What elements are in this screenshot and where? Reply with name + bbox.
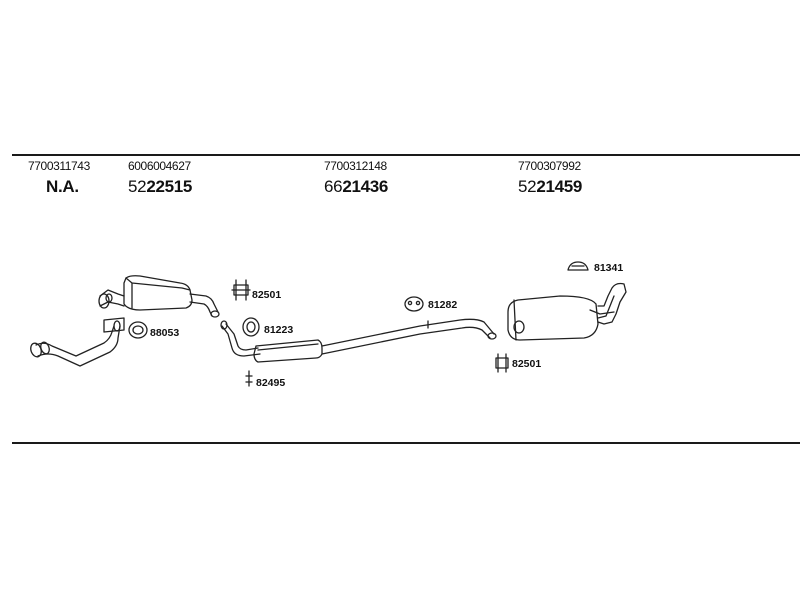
clamp-rear-drawing [495, 353, 509, 373]
column-rear-silencer: 7700307992 5221459 [518, 160, 582, 195]
part-reference: 5222515 [128, 177, 193, 196]
label-clamp-rear: 82501 [512, 358, 541, 370]
part-reference: N.A. [46, 177, 79, 196]
top-divider [12, 154, 800, 156]
rubber-rear-drawing [567, 261, 589, 271]
front-silencer-drawing [98, 275, 220, 318]
label-hanger-mid: 81282 [428, 299, 457, 311]
part-reference: 6621436 [324, 177, 389, 196]
oem-number: 7700311743 [28, 159, 90, 173]
column-front-silencer: 6006004627 5222515 [128, 160, 192, 195]
hanger-mid-drawing [404, 296, 424, 312]
rear-silencer-drawing [507, 282, 627, 341]
middle-silencer-drawing [220, 318, 497, 363]
label-gasket-front: 88053 [150, 327, 179, 339]
label-rubber-rear: 81341 [594, 262, 623, 274]
oem-number: 6006004627 [128, 159, 191, 173]
oem-number: 7700312148 [324, 159, 387, 173]
oem-number: 7700307992 [518, 159, 581, 173]
bracket-mid-drawing [245, 370, 253, 387]
downpipe-drawing [30, 317, 125, 367]
bottom-divider [12, 442, 800, 444]
gasket-front-drawing [128, 321, 148, 339]
label-ring-mid: 81223 [264, 324, 293, 336]
label-bracket-mid: 82495 [256, 377, 285, 389]
label-clamp-front: 82501 [252, 289, 281, 301]
ring-mid-drawing [242, 317, 260, 337]
clamp-front-drawing [231, 279, 251, 301]
column-downpipe: 7700311743 N.A. [28, 160, 90, 195]
part-reference: 5221459 [518, 177, 583, 196]
column-middle-silencer: 7700312148 6621436 [324, 160, 388, 195]
